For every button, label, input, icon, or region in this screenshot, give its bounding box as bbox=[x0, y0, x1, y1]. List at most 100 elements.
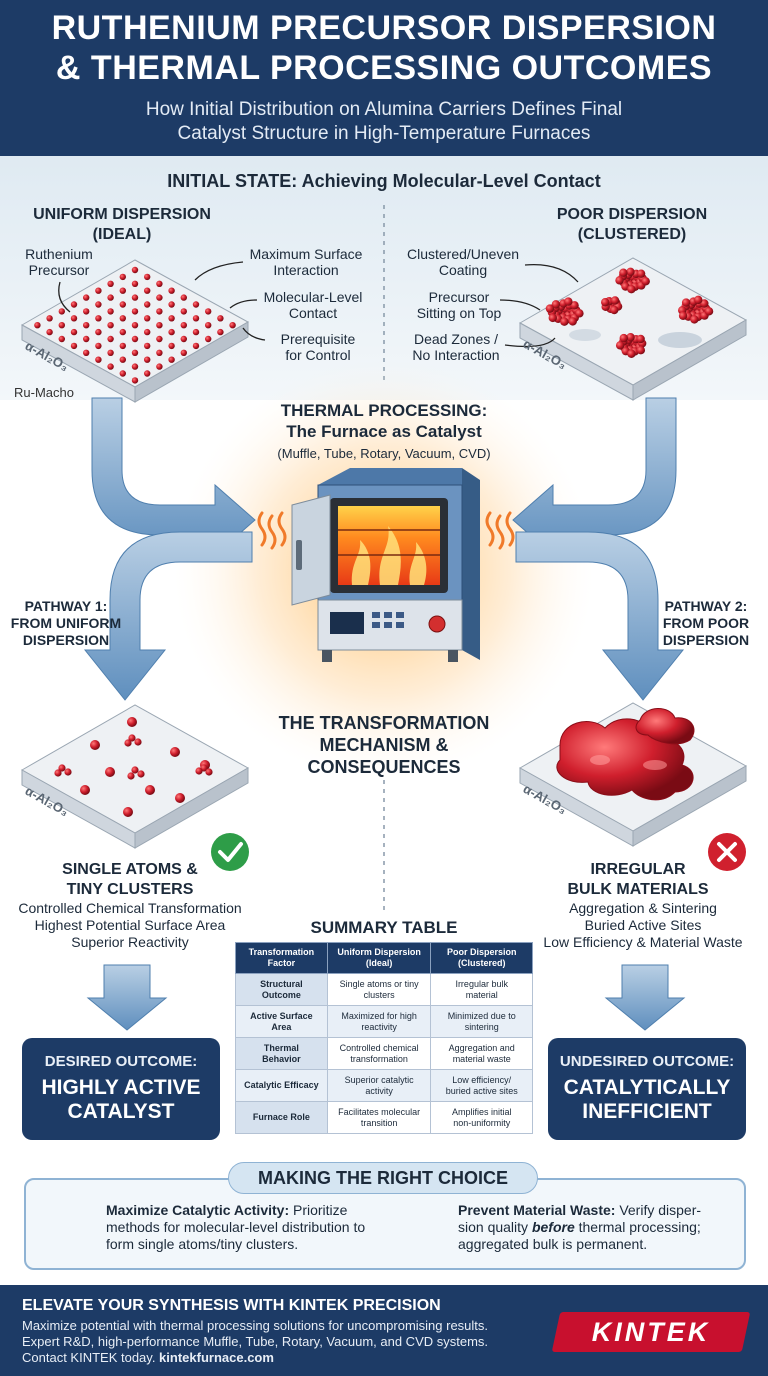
ruthenium-particle bbox=[131, 266, 139, 274]
ruthenium-particle bbox=[180, 335, 187, 343]
ruthenium-particle bbox=[131, 335, 139, 343]
ruthenium-particle bbox=[700, 299, 709, 308]
ruthenium-particle bbox=[131, 308, 139, 315]
ruthenium-particle bbox=[131, 294, 139, 301]
choice-prevent-waste: Prevent Material Waste: Verify disper- s… bbox=[458, 1202, 702, 1252]
ruthenium-particle bbox=[545, 304, 555, 313]
ruthenium-particle bbox=[641, 277, 650, 286]
furnace-illustration bbox=[291, 468, 480, 662]
ruthenium-particle bbox=[119, 301, 127, 308]
ruthenium-particle bbox=[95, 328, 102, 336]
ruthenium-particle bbox=[180, 322, 187, 329]
ruthenium-particle bbox=[46, 328, 53, 336]
ruthenium-particle bbox=[119, 287, 127, 294]
pathway-1-label: PATHWAY 1: FROM UNIFORM DISPERSION bbox=[10, 598, 122, 648]
ruthenium-particle bbox=[626, 333, 635, 342]
ruthenium-particle bbox=[217, 328, 224, 336]
ruthenium-particle bbox=[105, 767, 115, 777]
ruthenium-particle bbox=[560, 317, 569, 326]
website-link[interactable]: kintekfurnace.com bbox=[159, 1350, 274, 1365]
ruthenium-particle bbox=[83, 349, 90, 356]
desired-outcome-box: DESIRED OUTCOME: HIGHLY ACTIVE CATALYST bbox=[22, 1038, 220, 1140]
ruthenium-particle bbox=[137, 770, 145, 778]
ruthenium-particle bbox=[156, 308, 163, 315]
ruthenium-particle bbox=[128, 734, 136, 742]
ruthenium-particle bbox=[127, 772, 135, 780]
ruthenium-particle bbox=[70, 315, 78, 322]
ruthenium-particle bbox=[144, 328, 151, 336]
ruthenium-particle bbox=[131, 322, 139, 329]
ruthenium-particle bbox=[134, 738, 142, 746]
arrow-to-undesired-outcome bbox=[604, 964, 686, 1031]
ruthenium-particle bbox=[107, 280, 114, 287]
ruthenium-particle bbox=[107, 308, 114, 315]
ruthenium-particle bbox=[119, 273, 127, 281]
ruthenium-particle bbox=[107, 294, 114, 301]
ruthenium-particle bbox=[83, 322, 90, 329]
ruthenium-particle bbox=[217, 315, 224, 322]
arrow-to-desired-outcome bbox=[86, 964, 168, 1031]
ruthenium-particle bbox=[119, 315, 127, 322]
ruthenium-particle bbox=[175, 793, 185, 803]
ruthenium-particle bbox=[58, 322, 65, 329]
arrow-furnace-to-pathway1 bbox=[83, 531, 253, 701]
ruthenium-particle bbox=[678, 311, 688, 321]
ruthenium-precursor-dots bbox=[34, 266, 236, 384]
ruthenium-particle bbox=[131, 349, 139, 356]
header-banner bbox=[0, 0, 768, 156]
ruthenium-particle bbox=[168, 356, 175, 363]
ruthenium-particle bbox=[70, 328, 78, 336]
ruthenium-particle bbox=[170, 747, 180, 757]
pathway-2-label: PATHWAY 2: FROM POOR DISPERSION bbox=[662, 598, 750, 648]
ruthenium-particle bbox=[636, 334, 645, 344]
ruthenium-particle bbox=[70, 301, 78, 308]
clustered-heading: POOR DISPERSION (CLUSTERED) bbox=[556, 206, 708, 243]
ruthenium-particle bbox=[168, 342, 175, 350]
ruthenium-particle bbox=[180, 308, 187, 315]
initial-state-title: INITIAL STATE: Achieving Molecular-Level… bbox=[167, 171, 601, 191]
ruthenium-particle bbox=[144, 356, 151, 363]
ruthenium-particle bbox=[615, 276, 624, 285]
footer-line-1: Maximize potential with thermal processi… bbox=[22, 1318, 489, 1333]
label-precursor-on-top: Precursor Sitting on Top bbox=[416, 289, 502, 321]
ruthenium-particle bbox=[564, 297, 573, 306]
ruthenium-particle bbox=[681, 298, 691, 307]
ruthenium-particle bbox=[131, 377, 139, 384]
ruthenium-particle bbox=[704, 307, 714, 316]
bulk-description: Aggregation & Sintering Buried Active Si… bbox=[543, 900, 743, 950]
ruthenium-particle bbox=[58, 335, 65, 343]
ruthenium-particle bbox=[124, 739, 132, 747]
ruthenium-particle bbox=[119, 342, 127, 350]
ruthenium-particle bbox=[626, 267, 635, 277]
ruthenium-particle bbox=[144, 315, 151, 322]
ruthenium-particle bbox=[180, 294, 187, 301]
ruthenium-particle bbox=[95, 356, 102, 363]
table-header: Poor Dispersion(Clustered) bbox=[430, 942, 533, 974]
ruthenium-particle bbox=[168, 328, 175, 336]
ruthenium-particle bbox=[107, 363, 114, 370]
ruthenium-particle bbox=[205, 335, 212, 343]
callout-arrows bbox=[58, 261, 579, 348]
ruthenium-particle bbox=[619, 268, 628, 277]
ruthenium-particle bbox=[551, 300, 561, 309]
undesired-outcome-box: UNDESIRED OUTCOME: CATALYTICALLY INEFFIC… bbox=[548, 1038, 746, 1140]
ruthenium-particle bbox=[168, 315, 175, 322]
ruthenium-particle bbox=[144, 301, 151, 308]
ruthenium-particle bbox=[119, 370, 127, 377]
bulk-heading: IRREGULAR BULK MATERIALS bbox=[567, 861, 709, 898]
ruthenium-particle bbox=[95, 315, 102, 322]
ruthenium-particle bbox=[568, 317, 577, 326]
ruthenium-particle bbox=[131, 363, 139, 370]
page-title: RUTHENIUM PRECURSOR DISPERSION & THERMAL… bbox=[51, 9, 717, 87]
label-clustered-coating: Clustered/Uneven Coating bbox=[406, 246, 520, 278]
label-dead-zones: Dead Zones / No Interaction bbox=[412, 331, 500, 363]
ruthenium-particle bbox=[34, 322, 41, 329]
ruthenium-particle bbox=[205, 322, 212, 329]
ruthenium-particle bbox=[570, 301, 579, 310]
ruthenium-particle bbox=[107, 335, 114, 343]
